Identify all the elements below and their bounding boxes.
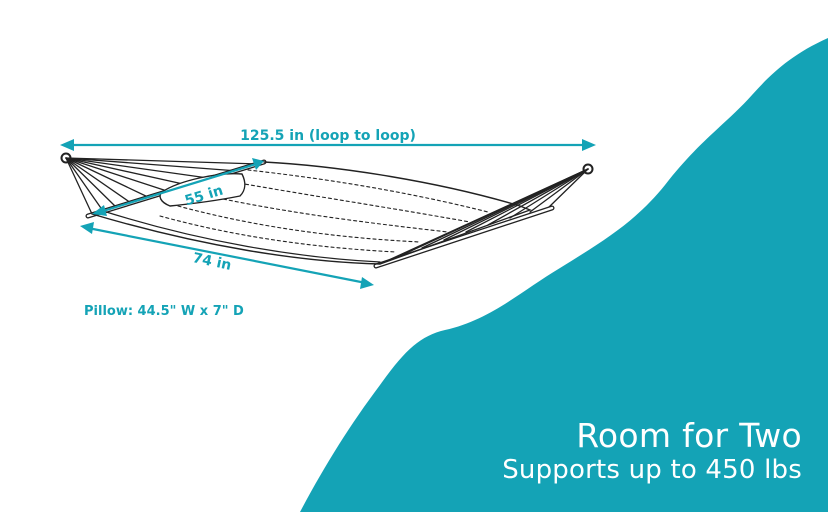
hammock-bed bbox=[91, 161, 532, 265]
hammock-illustration bbox=[60, 152, 594, 269]
overlay-subtitle: Supports up to 450 lbs bbox=[502, 455, 802, 485]
quilting-stitches bbox=[159, 169, 489, 253]
left-suspension-cords bbox=[65, 157, 259, 215]
bed-length-label: 74 in bbox=[191, 250, 233, 274]
bed-length-dimension bbox=[80, 222, 374, 289]
overlay-title: Room for Two bbox=[576, 416, 802, 455]
pillow bbox=[159, 172, 246, 207]
width-dimension bbox=[92, 158, 264, 216]
pillow-size-note: Pillow: 44.5" W x 7" D bbox=[84, 304, 244, 319]
right-suspension-cords bbox=[379, 168, 589, 265]
overall-length-label: 125.5 in (loop to loop) bbox=[240, 128, 416, 144]
teal-wave-panel bbox=[300, 38, 828, 512]
overall-length-dimension bbox=[60, 139, 596, 151]
